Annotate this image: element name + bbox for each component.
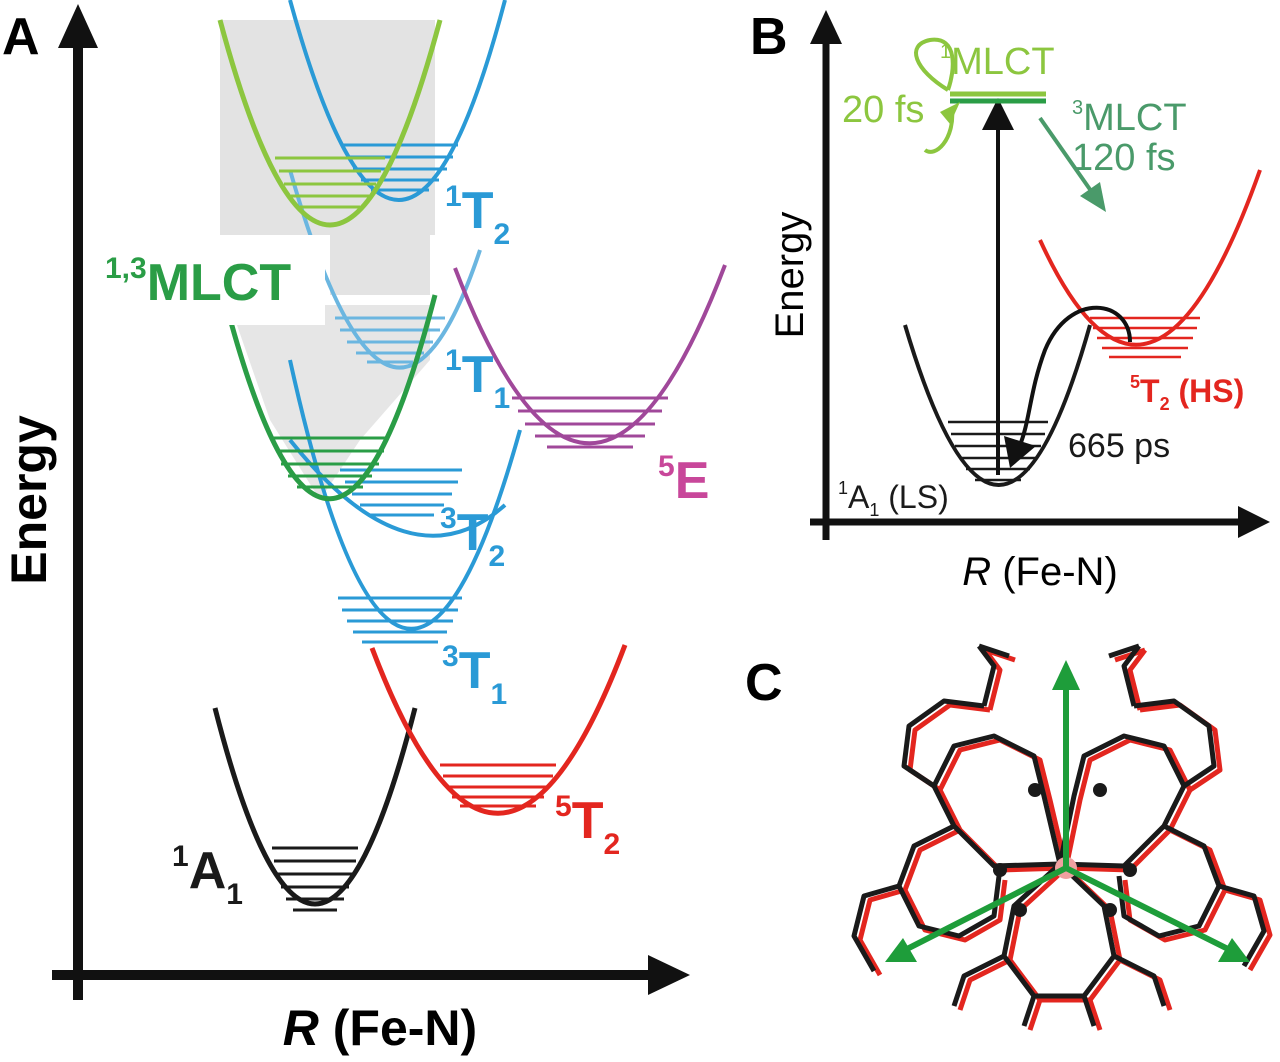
- t2-3-vibrational-levels: [340, 468, 462, 517]
- label-mlct: 1,3MLCT: [105, 252, 291, 312]
- displacement-vectors: [903, 685, 1232, 953]
- label-120fs: 120 fs: [1072, 137, 1176, 179]
- label-5e: 5E: [658, 450, 709, 510]
- t2-5-potential-curve: [369, 644, 628, 816]
- mlct-label-background: [100, 235, 325, 325]
- label-1mlct: 1MLCT: [940, 41, 1055, 83]
- panel-a-letter: A: [2, 8, 40, 66]
- panel-a-y-arrowhead: [58, 4, 98, 48]
- panel-a: A Energy R (Fe-N): [1, 0, 727, 1056]
- a1-vibrational-levels: [272, 846, 358, 912]
- a1-potential-curve: [212, 707, 418, 907]
- hs-potential-curve: [1038, 169, 1262, 347]
- label-3mlct: 3MLCT: [1072, 97, 1187, 139]
- t1-3-potential-curve: [288, 359, 522, 631]
- shaded-region-mid: [330, 235, 430, 295]
- label-hs: 5T2 (HS): [1130, 372, 1244, 414]
- panel-a-x-label: R (Fe-N): [283, 1000, 477, 1056]
- ls-potential-curve: [903, 324, 1092, 487]
- vector-arrowhead-right: [1218, 938, 1250, 962]
- relaxation-arrow: [1018, 305, 1132, 446]
- t1-3-vibrational-levels: [338, 596, 462, 644]
- excitation-arrowhead: [982, 98, 1014, 130]
- panel-a-y-label: Energy: [1, 415, 57, 585]
- label-1t2: 1T2: [445, 180, 510, 251]
- vector-arrowhead-up: [1052, 660, 1080, 690]
- panel-b-y-arrowhead: [810, 10, 842, 44]
- relaxation-arrowhead: [1004, 436, 1036, 468]
- e5-potential-curve: [453, 264, 727, 446]
- isc-arrowhead: [1080, 182, 1106, 212]
- e5-vibrational-levels: [512, 396, 668, 449]
- panel-b-x-label-r: R: [962, 550, 991, 594]
- panel-b-x-label-rest: (Fe-N): [991, 550, 1118, 594]
- label-1a1: 1A1: [172, 840, 243, 911]
- label-20fs: 20 fs: [842, 89, 924, 131]
- label-ls: 1A1 (LS): [838, 478, 949, 520]
- mlct-1-potential-curve: [217, 19, 443, 228]
- ivr-loop-upper: [914, 37, 955, 92]
- panel-b-letter: B: [750, 8, 788, 66]
- label-3t1: 3T1: [442, 640, 507, 711]
- panel-b: B Energy R (Fe-N): [750, 8, 1270, 594]
- t2-3-potential-curve: [288, 438, 507, 538]
- nitrogen-atoms: [993, 783, 1137, 917]
- t2-1-potential-curve: [288, 0, 507, 202]
- panel-b-x-arrowhead: [1238, 506, 1270, 538]
- hs-vibrational-levels: [1090, 316, 1200, 359]
- label-3t2: 3T2: [440, 502, 505, 573]
- label-5t2: 5T2: [555, 790, 620, 861]
- isc-arrow: [1038, 116, 1098, 200]
- ivr-arrowhead: [940, 102, 960, 124]
- panel-a-x-label-rest: (Fe-N): [319, 1000, 477, 1056]
- mlct-3-potential-curve: [222, 294, 438, 502]
- mlct-1-vibrational-levels: [275, 156, 385, 209]
- molecule-ls-structure: [851, 643, 1267, 1027]
- t2-5-vibrational-levels: [440, 763, 556, 808]
- panel-b-x-label: R (Fe-N): [962, 550, 1118, 594]
- label-1t1: 1T1: [445, 344, 510, 415]
- panel-b-y-label: Energy: [768, 212, 812, 339]
- mlct-3-vibrational-levels: [272, 436, 388, 489]
- panel-a-x-label-r: R: [283, 1000, 319, 1056]
- panel-c-letter: C: [745, 654, 783, 712]
- vector-arrowhead-left: [885, 938, 917, 962]
- panel-c: C: [745, 643, 1273, 1031]
- panel-a-x-arrowhead: [648, 955, 690, 995]
- label-665ps: 665 ps: [1068, 427, 1170, 465]
